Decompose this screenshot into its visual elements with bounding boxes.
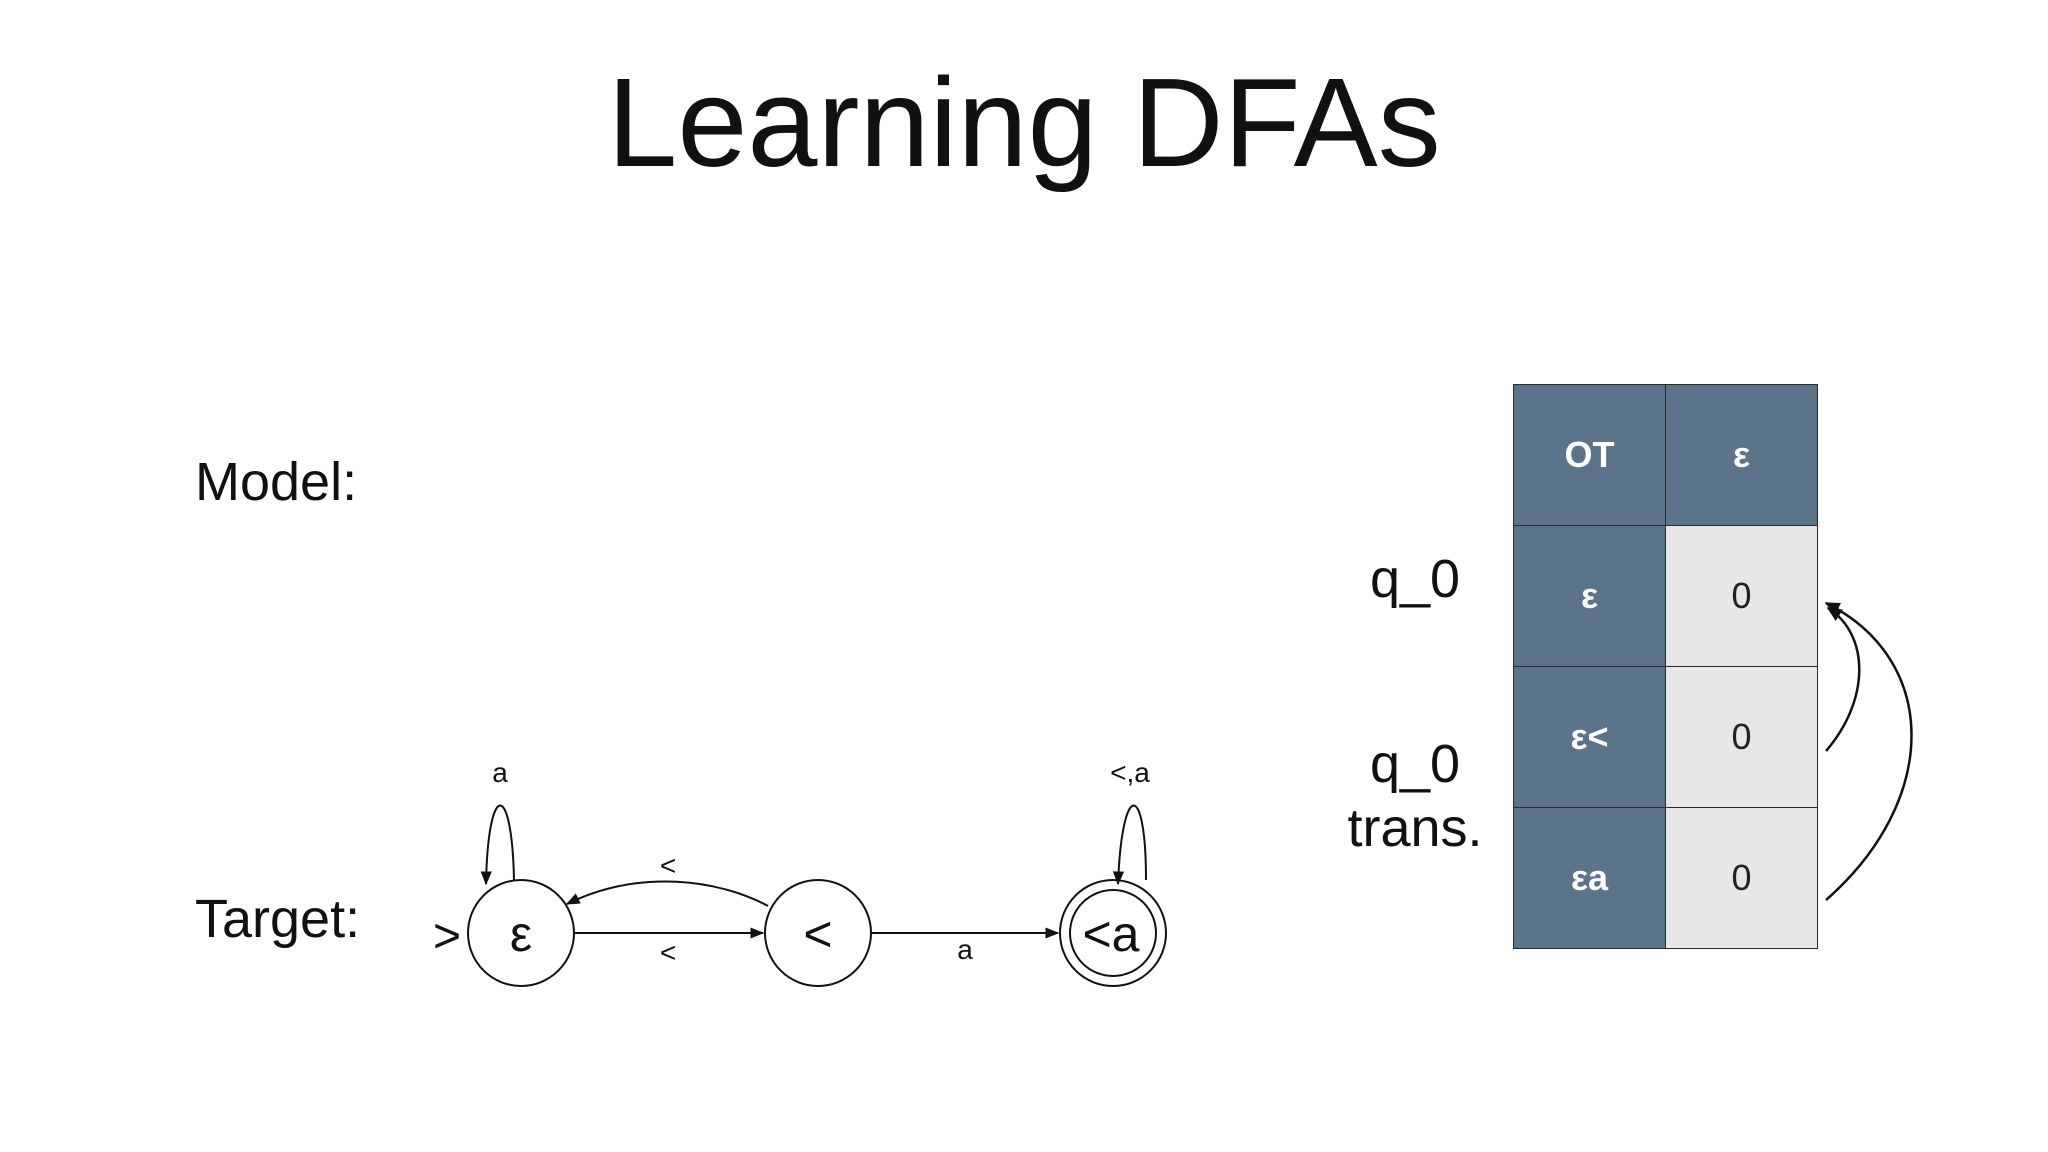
state-label: <a: [1082, 906, 1139, 962]
table-cell: 0: [1665, 525, 1818, 667]
transition-epsilon-self: [480, 804, 515, 886]
table-row: ε< 0: [1513, 666, 1818, 808]
table-corner: OT: [1513, 384, 1666, 526]
slide-title: Learning DFAs: [607, 52, 1441, 193]
transition-lt-to-epsilon: [565, 880, 769, 907]
row-label-q0-trans: q_0 trans.: [1330, 732, 1500, 860]
transition-label: <: [660, 937, 676, 968]
start-marker: >: [433, 910, 461, 963]
state-lt-a-inner: [1069, 889, 1157, 977]
row-label-q0-trans-line1: q_0: [1369, 734, 1461, 794]
table-row-prefix: εa: [1513, 807, 1666, 949]
state-epsilon: [467, 879, 575, 987]
state-label: <: [803, 906, 832, 962]
row-arrow-a-to-q0: [1824, 601, 1913, 901]
transition-label: a: [957, 934, 973, 965]
table-header-row: OT ε: [1513, 384, 1818, 526]
table-row: εa 0: [1513, 807, 1818, 949]
transition-lt-a-self: [1112, 804, 1147, 886]
table-row-prefix: ε<: [1513, 666, 1666, 808]
target-label: Target:: [195, 889, 361, 949]
table-row: ε 0: [1513, 525, 1818, 667]
table-row-prefix: ε: [1513, 525, 1666, 667]
model-label: Model:: [195, 452, 358, 512]
row-label-q0-trans-line2: trans.: [1347, 798, 1483, 858]
state-label: ε: [510, 906, 532, 962]
row-arrow-lt-to-q0: [1825, 606, 1861, 752]
state-lt-a-outer: [1059, 879, 1167, 987]
transition-label: a: [492, 757, 508, 788]
row-label-q0: q_0: [1369, 549, 1461, 609]
observation-table: OT ε ε 0 ε< 0 εa 0: [1513, 384, 1818, 949]
table-cell: 0: [1665, 666, 1818, 808]
table-cell: 0: [1665, 807, 1818, 949]
transition-label: <,a: [1110, 757, 1150, 788]
table-column-header: ε: [1665, 384, 1818, 526]
state-lt: [764, 879, 872, 987]
transition-label: <: [660, 850, 676, 881]
